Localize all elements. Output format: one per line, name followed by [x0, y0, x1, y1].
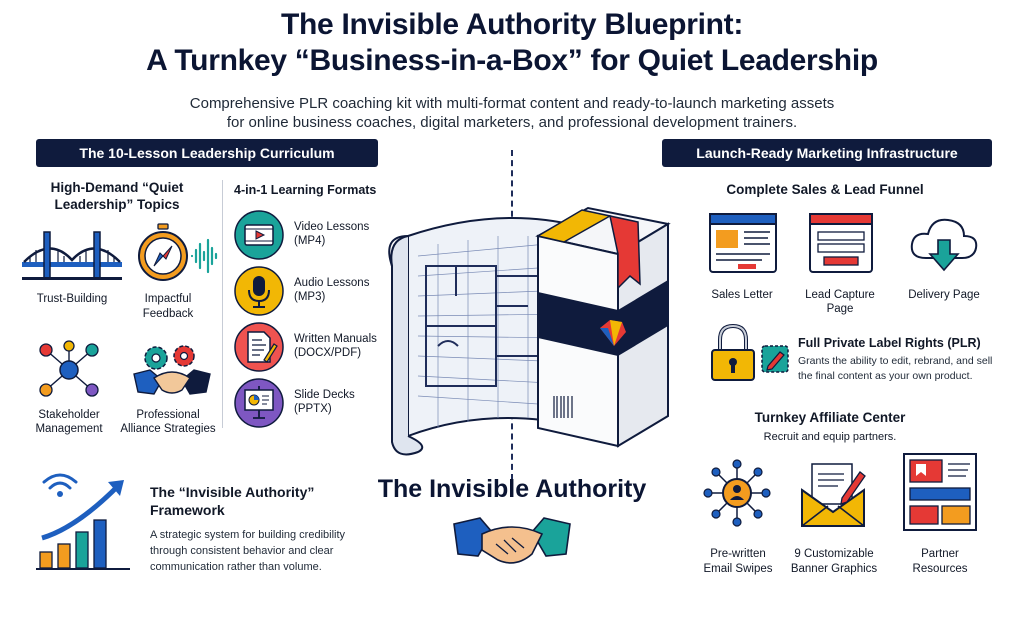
curriculum-banner: The 10-Lesson Leadership Curriculum	[36, 139, 378, 167]
format-label-written: Written Manuals	[294, 333, 377, 345]
format-label-audio: Audio Lessons	[294, 277, 370, 289]
format-label-slides: Slide Decks	[294, 389, 355, 401]
topics-heading-line2: Leadership” Topics	[54, 197, 180, 212]
framework-desc-line2: through consistent behavior and clear	[150, 545, 334, 557]
topic-label-stakeholder: Stakeholder	[38, 409, 100, 421]
topics-heading: High-Demand “Quiet	[50, 180, 184, 195]
affiliate-label-banner-2: Banner Graphics	[790, 563, 878, 575]
topic-label-feedback-2: Feedback	[142, 308, 194, 320]
format-label-written-2: (DOCX/PDF)	[294, 347, 362, 359]
affiliate-sub: Recruit and equip partners.	[763, 431, 897, 443]
handshake-gears-icon	[132, 344, 212, 402]
edit-icon	[760, 344, 790, 374]
page-title: The Invisible Authority Blueprint:	[280, 8, 744, 41]
framework-title: The “Invisible Authority”	[150, 484, 315, 500]
topic-label-alliance-2: Alliance Strategies	[120, 423, 216, 435]
cloud-download-icon	[908, 214, 980, 276]
page-subtitle: Comprehensive PLR coaching kit with mult…	[189, 95, 835, 112]
format-label-video: Video Lessons	[294, 221, 370, 233]
affiliate-heading: Turnkey Affiliate Center	[754, 410, 906, 425]
plr-desc: Grants the ability to edit, rebrand, and…	[798, 355, 993, 367]
sales-letter-icon	[708, 212, 778, 276]
affiliate-label-email-2: Email Swipes	[703, 563, 773, 575]
framework-desc: A strategic system for building credibil…	[150, 529, 346, 541]
affiliate-label-partner: Partner	[921, 548, 959, 560]
topic-label-trust: Trust-Building	[36, 293, 108, 305]
format-label-audio-2: (MP3)	[294, 291, 326, 303]
bridge-icon	[22, 226, 122, 282]
format-label-slides-2: (PPTX)	[294, 403, 332, 415]
topic-label-stakeholder-2: Management	[35, 423, 103, 435]
marketing-banner: Launch-Ready Marketing Infrastructure	[662, 139, 992, 167]
funnel-label-delivery: Delivery Page	[908, 289, 980, 301]
video-icon	[234, 210, 284, 260]
page-subtitle-line2: for online business coaches, digital mar…	[226, 114, 798, 131]
banners-icon	[902, 452, 978, 532]
lock-icon	[708, 322, 758, 384]
blueprint-box-illustration	[378, 196, 678, 466]
email-network-icon	[702, 458, 772, 528]
envelope-icon	[798, 460, 868, 530]
framework-desc-line3: communication rather than volume.	[150, 561, 322, 573]
formats-heading: 4-in-1 Learning Formats	[234, 183, 377, 197]
lead-capture-icon	[808, 212, 874, 276]
document-icon	[234, 322, 284, 372]
network-icon	[36, 340, 102, 400]
plr-desc-line2: the final content as your own product.	[798, 370, 973, 382]
page-title-line2: A Turnkey “Business-in-a-Box” for Quiet …	[146, 44, 878, 77]
framework-title-line2: Framework	[150, 502, 225, 518]
handshake-icon	[452, 510, 572, 580]
affiliate-label-banner: 9 Customizable	[794, 548, 874, 560]
growth-chart-icon	[36, 472, 132, 572]
affiliate-label-email: Pre-written	[710, 548, 766, 560]
funnel-label-lead-2: Page	[826, 303, 854, 315]
topic-label-alliance: Professional	[136, 409, 200, 421]
compass-icon	[132, 222, 222, 286]
column-separator	[222, 180, 223, 428]
topic-label-feedback: Impactful	[144, 293, 192, 305]
funnel-label-sales: Sales Letter	[711, 289, 773, 301]
format-label-video-2: (MP4)	[294, 235, 326, 247]
center-caption: The Invisible Authority	[377, 475, 647, 503]
microphone-icon	[234, 266, 284, 316]
plr-title: Full Private Label Rights (PLR)	[798, 336, 981, 350]
affiliate-label-partner-2: Resources	[912, 563, 968, 575]
presentation-icon	[234, 378, 284, 428]
funnel-heading: Complete Sales & Lead Funnel	[726, 182, 924, 197]
funnel-label-lead: Lead Capture	[805, 289, 875, 301]
